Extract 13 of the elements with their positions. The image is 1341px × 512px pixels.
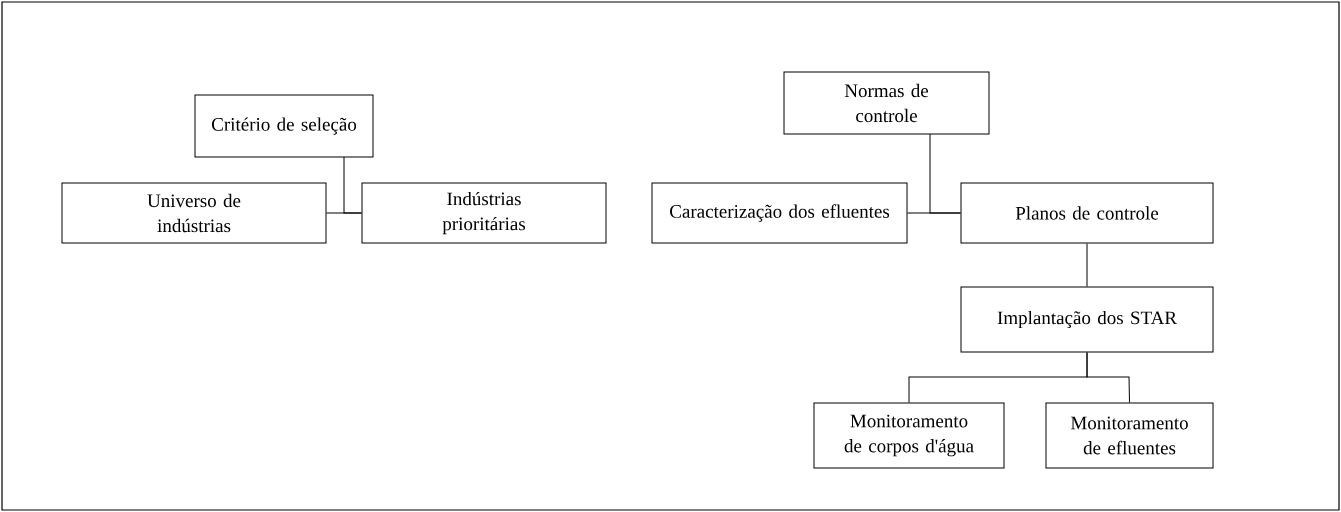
process-box: Monitoramento de efluentes bbox=[1045, 402, 1214, 469]
process-box: Planos de controle bbox=[960, 182, 1214, 244]
process-box: Normas de controle bbox=[783, 71, 990, 135]
process-box: Implantação dos STAR bbox=[960, 286, 1214, 353]
process-box: Indústrias prioritárias bbox=[361, 182, 607, 244]
connector-line bbox=[1086, 243, 1088, 287]
process-box: Critério de seleção bbox=[194, 94, 374, 158]
connector-line bbox=[343, 156, 362, 214]
connector-line bbox=[1086, 352, 1130, 403]
process-box: Caracterização dos efluentes bbox=[651, 182, 908, 244]
connector-line bbox=[929, 133, 961, 214]
process-box: Monitoramento de corpos d'água bbox=[813, 402, 1005, 469]
process-box: Universo de indústrias bbox=[61, 182, 327, 244]
